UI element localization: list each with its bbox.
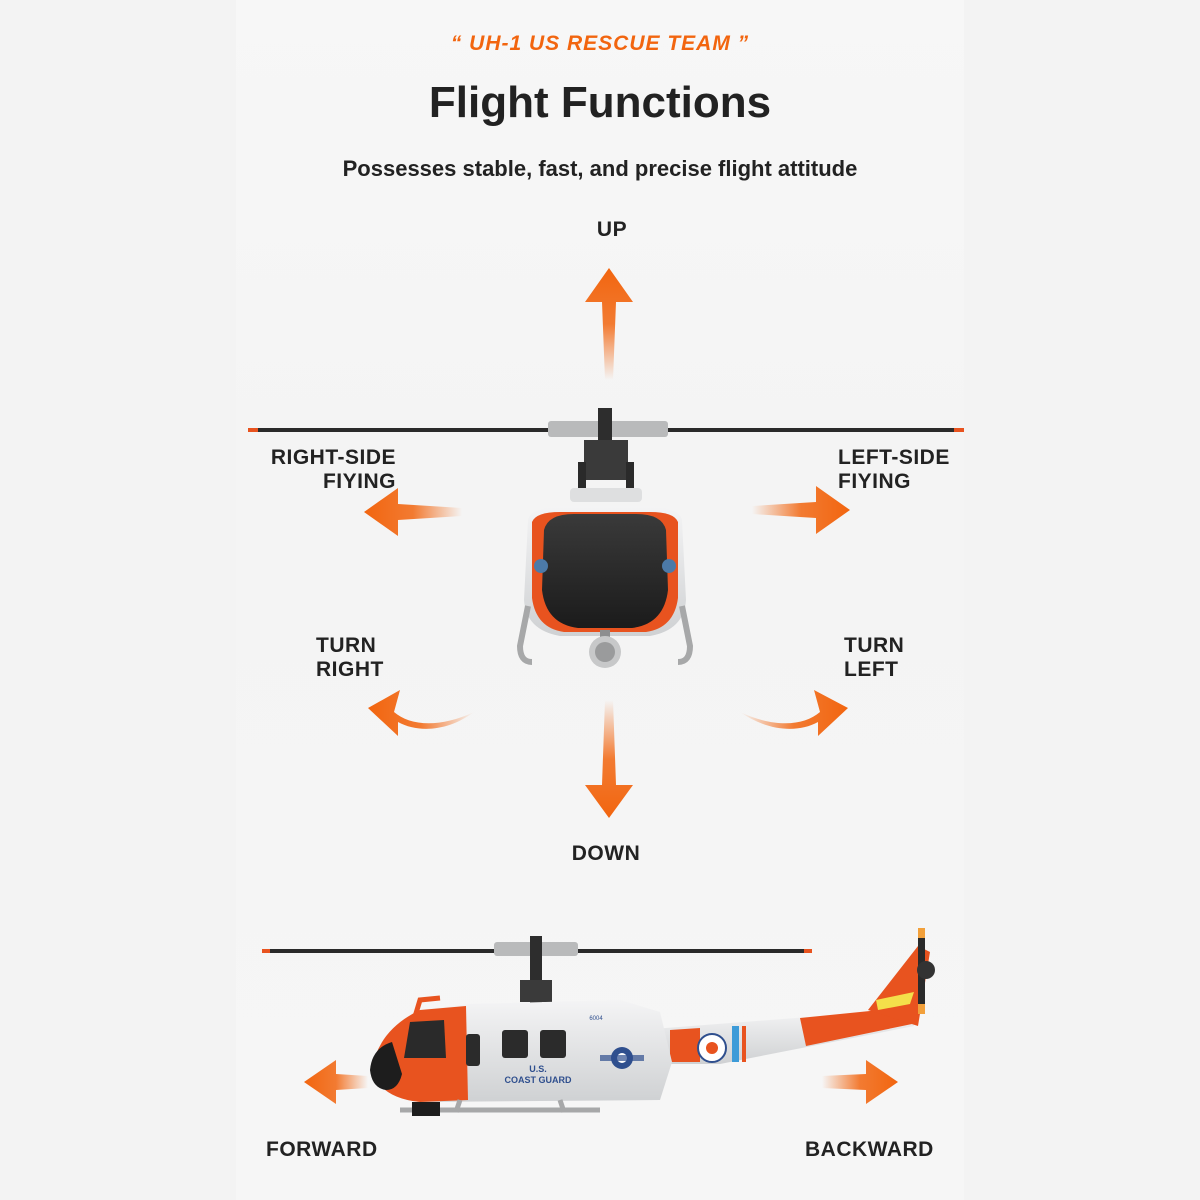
tagline: “ UH-1 US RESCUE TEAM ” xyxy=(450,32,750,55)
arrow-right-icon xyxy=(752,486,850,534)
curved-arrow-icon xyxy=(740,690,848,736)
arrow-right-icon xyxy=(822,1060,898,1104)
marking-us: U.S. xyxy=(529,1064,547,1074)
arrow-down-icon xyxy=(585,700,633,818)
arrow-up-icon xyxy=(585,268,633,380)
arrow-left-icon xyxy=(304,1060,368,1104)
marking-tail-number: 6004 xyxy=(589,1016,603,1022)
marking-coast-guard: COAST GUARD xyxy=(505,1075,572,1085)
helicopter-front-view xyxy=(248,408,964,668)
label-turn-left: TURN LEFT xyxy=(844,634,905,681)
label-right-side-flying: RIGHT-SIDE FIYING xyxy=(270,446,396,493)
curved-arrow-icon xyxy=(368,690,474,736)
page-subtitle: Possesses stable, fast, and precise flig… xyxy=(342,156,858,181)
label-left-side-flying: LEFT-SIDE FIYING xyxy=(838,446,950,493)
label-forward: FORWARD xyxy=(266,1138,378,1161)
label-up: UP xyxy=(596,218,628,241)
arrow-left-icon xyxy=(364,488,462,536)
helicopter-side-view: U.S. COAST GUARD 6004 xyxy=(262,928,935,1116)
label-turn-right: TURN RIGHT xyxy=(316,634,384,681)
page-title: Flight Functions xyxy=(428,78,772,127)
label-down: DOWN xyxy=(571,842,641,865)
label-backward: BACKWARD xyxy=(805,1138,934,1161)
